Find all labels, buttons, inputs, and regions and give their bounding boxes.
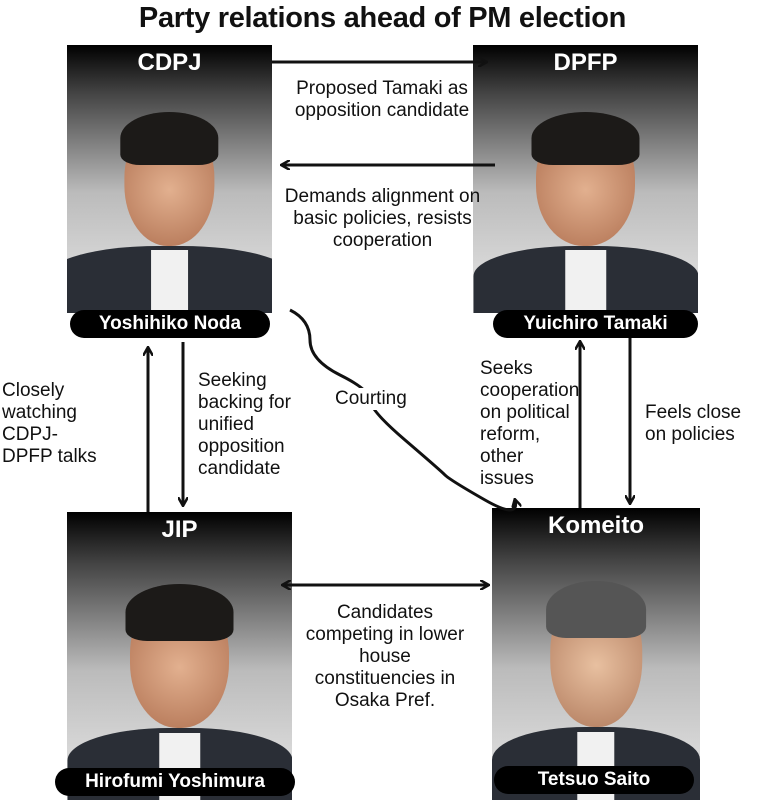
label-cdpj-to-dpfp: Proposed Tamaki as opposition candidate — [294, 78, 470, 121]
dpfp-leader-name: Yuichiro Tamaki — [493, 310, 698, 338]
label-dpfp-to-komeito: Feels close on policies — [645, 402, 742, 445]
label-cdpj-to-jip: Seeking backing for unified opposition c… — [198, 370, 291, 479]
label-dpfp-to-cdpj: Demands alignment on basic policies, res… — [284, 186, 481, 251]
label-komeito-to-dpfp: Seeks cooperation on political reform, o… — [480, 358, 580, 489]
cdpj-party-label: CDPJ — [137, 49, 202, 76]
cdpj-leader-name: Yoshihiko Noda — [70, 310, 270, 338]
jip-party-label: JIP — [161, 516, 198, 543]
cdpj-card: CDPJ — [67, 45, 272, 313]
noda-photo — [67, 104, 272, 313]
label-cdpj-to-komeito: Courting — [335, 388, 435, 410]
komeito-card: Komeito — [492, 508, 700, 800]
label-jip-komeito: Candidates competing in lower house cons… — [305, 602, 465, 711]
jip-leader-name: Hirofumi Yoshimura — [55, 768, 295, 796]
komeito-leader-name: Tetsuo Saito — [494, 766, 694, 794]
diagram-title: Party relations ahead of PM election — [138, 2, 627, 34]
dpfp-party-label: DPFP — [553, 49, 618, 76]
dpfp-card: DPFP — [473, 45, 698, 313]
komeito-party-label: Komeito — [548, 512, 644, 539]
tamaki-photo — [473, 104, 698, 313]
label-jip-to-cdpj: Closely watching CDPJ-DPFP talks — [2, 380, 97, 467]
arrow-cdpj-to-komeito — [289, 308, 516, 512]
